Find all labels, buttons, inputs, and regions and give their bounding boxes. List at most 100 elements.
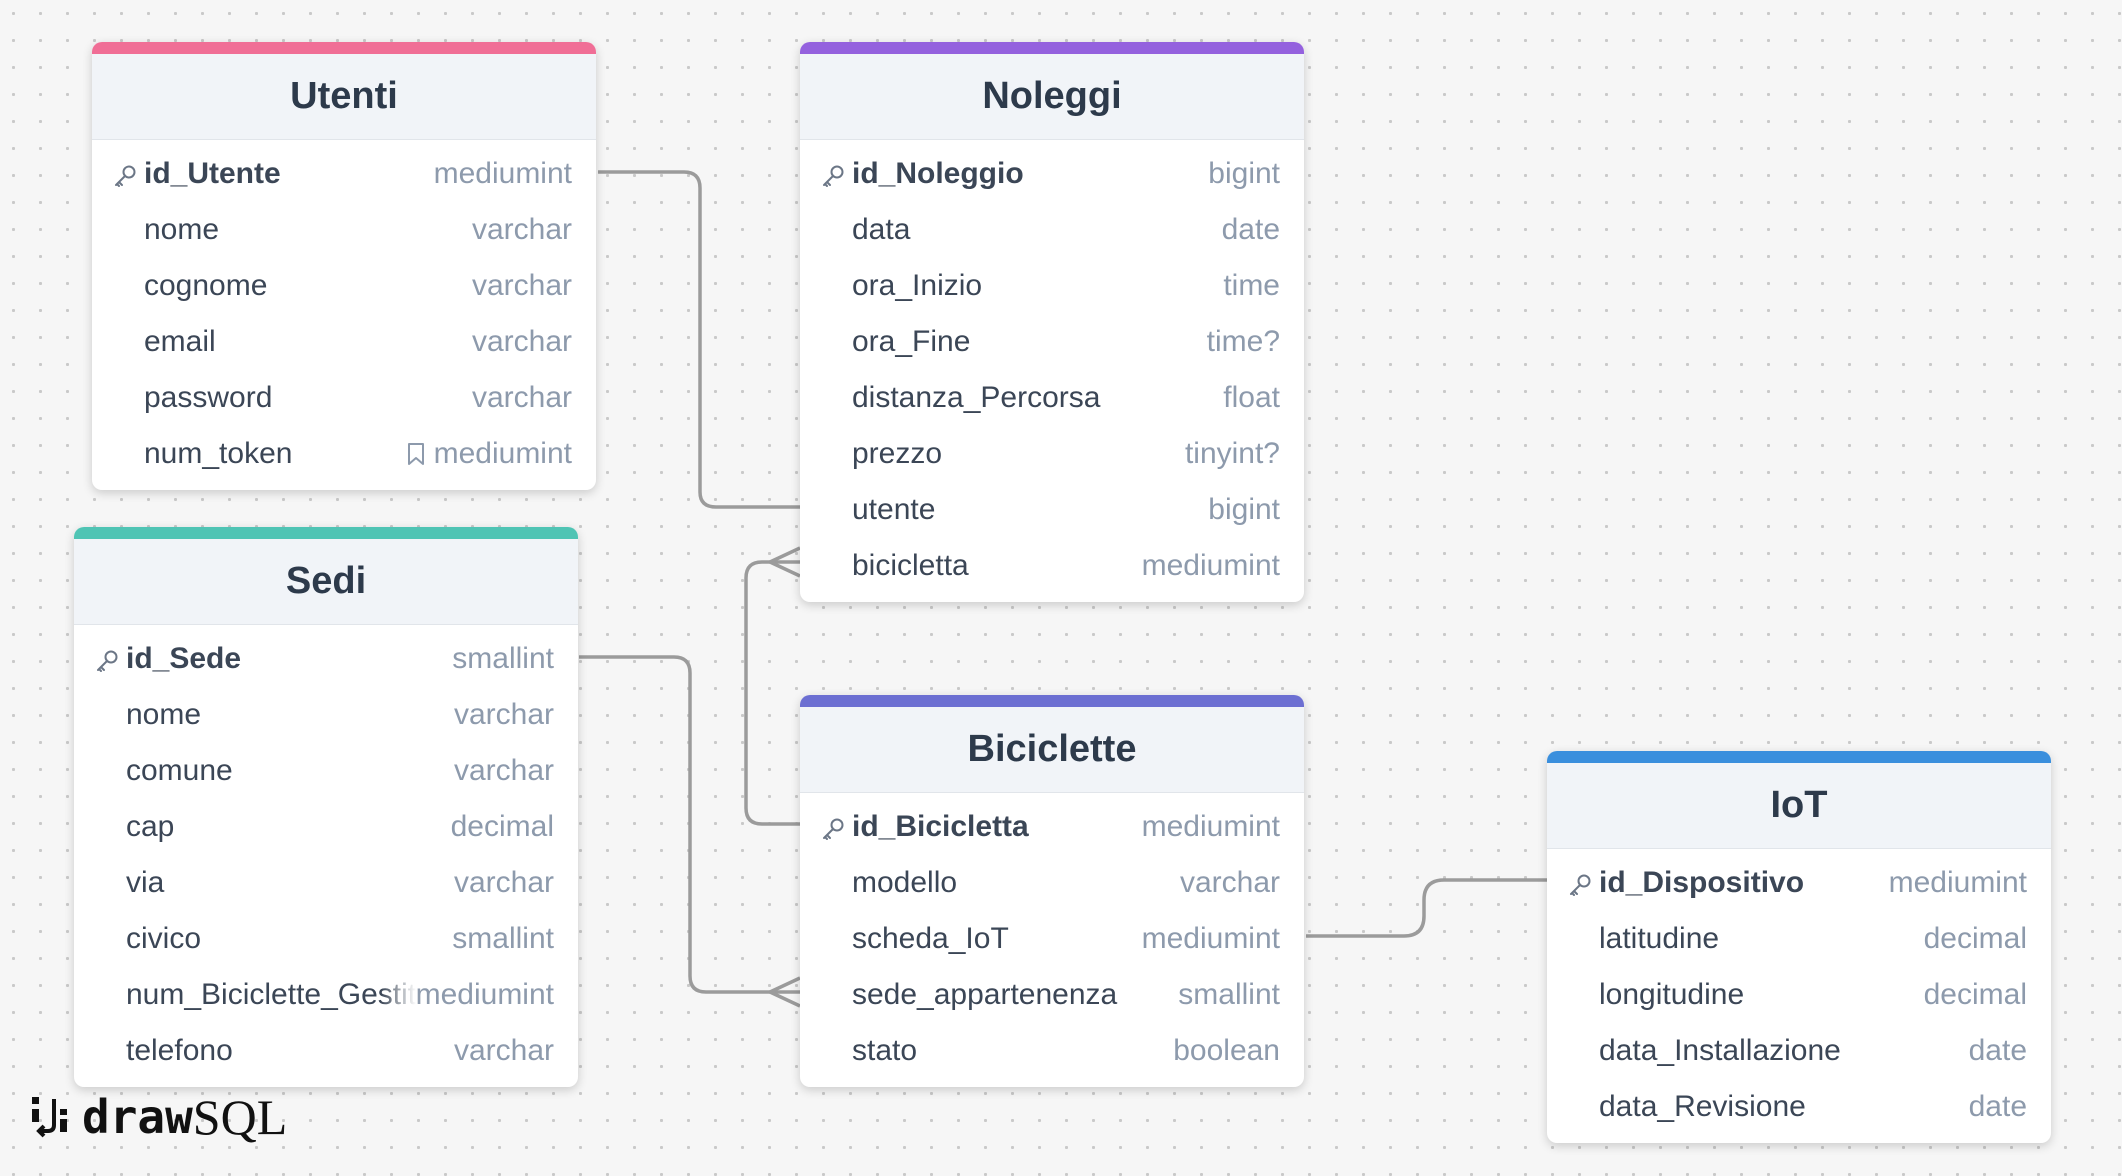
crowfoot-biciclette-sede [769, 976, 801, 1008]
column-row[interactable]: id_Bicicletta mediumint [800, 799, 1304, 855]
column-type-wrap: mediumint [1142, 810, 1280, 844]
column-row[interactable]: via varchar [74, 855, 578, 911]
column-type-wrap: varchar [472, 325, 572, 359]
column-type-wrap: bigint [1208, 157, 1280, 191]
column-name: comune [126, 754, 233, 787]
column-name: data_Revisione [1599, 1090, 1806, 1123]
crowfoot-noleggi-bicicletta [769, 546, 801, 578]
table-title[interactable]: Sedi [74, 539, 578, 625]
column-type-wrap: smallint [1178, 978, 1280, 1012]
column-type: varchar [471, 381, 572, 414]
column-type-wrap: varchar [454, 866, 554, 900]
column-type-wrap: float [1223, 381, 1280, 415]
column-type-wrap: varchar [454, 754, 554, 788]
column-name: stato [852, 1034, 918, 1067]
column-name: password [144, 381, 273, 414]
table-title[interactable]: Biciclette [800, 707, 1304, 793]
column-type: time? [1206, 325, 1280, 358]
column-type-wrap: varchar [454, 698, 554, 732]
column-name: via [126, 866, 165, 899]
table-accent-bar [92, 42, 596, 54]
column-row[interactable]: latitudine decimal [1547, 911, 2051, 967]
column-type-wrap: boolean [1173, 1034, 1280, 1068]
key-icon [1570, 874, 1591, 896]
key-icon [823, 165, 844, 187]
column-type-wrap: varchar [472, 213, 572, 247]
column-type: varchar [471, 269, 572, 302]
column-type: varchar [453, 754, 554, 787]
table-accent-bar [800, 695, 1304, 707]
column-type: varchar [453, 698, 554, 731]
column-row[interactable]: data date [800, 202, 1304, 258]
column-row[interactable]: stato boolean [800, 1023, 1304, 1079]
column-type: varchar [471, 213, 572, 246]
column-type-wrap: varchar [1180, 866, 1280, 900]
key-icon [97, 650, 118, 672]
logo-text-draw: draw [82, 1090, 193, 1144]
column-name: data [852, 213, 911, 246]
column-name: cap [126, 810, 175, 843]
column-row[interactable]: nome varchar [92, 202, 596, 258]
column-type: decimal [1923, 978, 2027, 1011]
column-name: id_Dispositivo [1599, 866, 1805, 899]
table-title[interactable]: IoT [1547, 763, 2051, 849]
column-type-wrap: date [1969, 1034, 2027, 1068]
column-type-wrap: mediumint [1142, 549, 1280, 583]
column-type: mediumint [415, 978, 554, 1011]
column-row[interactable]: comune varchar [74, 743, 578, 799]
table-title[interactable]: Noleggi [800, 54, 1304, 140]
column-type: bigint [1208, 157, 1280, 190]
column-type: decimal [1923, 922, 2027, 955]
table-accent-bar [74, 527, 578, 539]
column-type: mediumint [1141, 922, 1280, 955]
column-name: nome [144, 213, 220, 246]
column-name: id_Bicicletta [852, 810, 1029, 843]
column-type-wrap: mediumint [406, 437, 572, 471]
column-row[interactable]: password varchar [92, 370, 596, 426]
logo-text-sql: SQL [192, 1089, 288, 1145]
column-type: date [1221, 213, 1280, 246]
column-row[interactable]: ora_Inizio time [800, 258, 1304, 314]
table-title[interactable]: Utenti [92, 54, 596, 140]
column-type: time [1223, 269, 1280, 302]
column-type-wrap: smallint [452, 642, 554, 676]
column-type-wrap: varchar [454, 1034, 554, 1068]
column-type: smallint [452, 922, 554, 955]
column-name: latitudine [1599, 922, 1720, 955]
column-name: ora_Inizio [852, 269, 983, 302]
column-type-wrap: mediumint [416, 978, 554, 1012]
column-type-wrap: tinyint? [1185, 437, 1280, 471]
column-type: mediumint [1141, 810, 1280, 843]
column-type-wrap: time [1223, 269, 1280, 303]
